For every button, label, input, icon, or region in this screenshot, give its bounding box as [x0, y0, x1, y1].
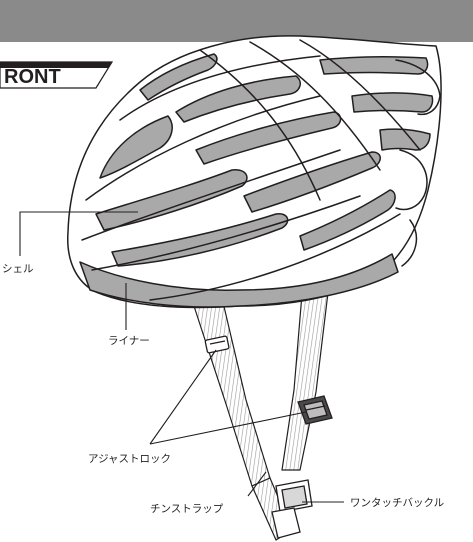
- helmet: [67, 35, 442, 309]
- one-touch-buckle: [271, 479, 313, 539]
- label-adjust-lock: アジャストロック: [88, 453, 171, 465]
- adjust-lock-lower: [297, 395, 333, 425]
- adjust-lock-upper: [204, 335, 230, 354]
- label-liner: ライナー: [108, 335, 150, 347]
- front-label: RONT: [4, 66, 61, 88]
- leader-lines: [19, 211, 344, 503]
- header-bar: [0, 0, 473, 42]
- shell-ribs: [81, 39, 421, 301]
- liner-band: [79, 253, 399, 308]
- label-one-touch-buckle: ワンタッチバックル: [350, 497, 444, 509]
- label-chin-strap: チンストラップ: [150, 503, 224, 515]
- label-shell: シェル: [2, 263, 34, 275]
- shell-outline: [67, 35, 442, 309]
- front-tab: RONT: [0, 61, 114, 89]
